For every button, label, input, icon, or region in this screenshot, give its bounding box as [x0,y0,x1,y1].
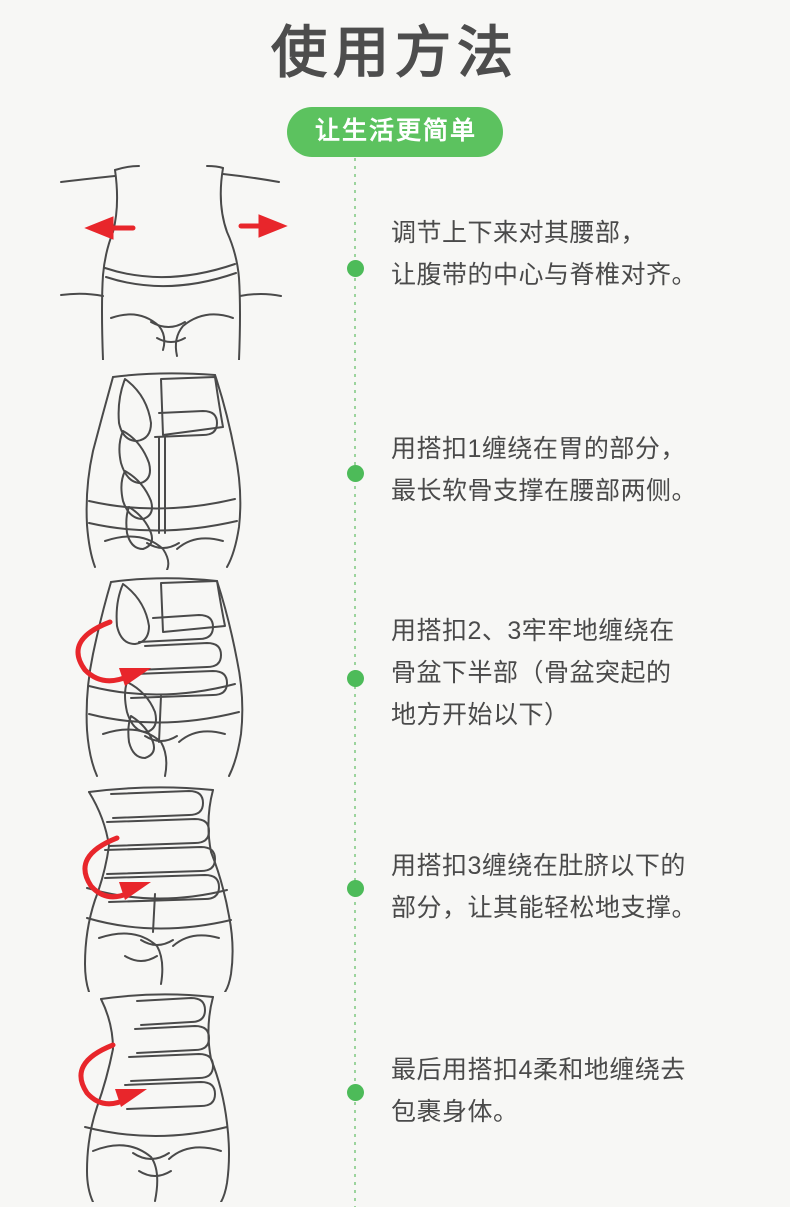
step-item: 用搭扣2、3牢牢地缠绕在 骨盆下半部（骨盆突起的 地方开始以下） [0,570,790,782]
step-1-illustration [55,160,335,360]
arrow-curved-red [78,1042,130,1107]
step-item: 用搭扣3缠绕在肚脐以下的 部分，让其能轻松地支撑。 [0,782,790,992]
step-description: 用搭扣1缠绕在胃的部分， 最长软骨支撑在腰部两侧。 [391,435,698,505]
step-description: 调节上下来对其腰部， 让腹带的中心与脊椎对齐。 [391,219,698,289]
page-header: 使用方法 让生活更简单 [0,0,790,160]
step-description: 最后用搭扣4柔和地缠绕去 包裹身体。 [391,1056,686,1126]
step-bullet-icon [347,670,364,687]
arrow-curved-red [82,835,134,900]
step-description: 用搭扣3缠绕在肚脐以下的 部分，让其能轻松地支撑。 [391,852,698,922]
arrow-left-red [84,216,136,240]
tagline-badge: 让生活更简单 [286,107,503,157]
arrow-head-red [115,1089,147,1107]
arrow-curved-red [75,619,132,684]
step-2-illustration [55,365,335,570]
arrow-head-red [119,882,151,900]
step-bullet-icon [347,260,364,277]
step-4-illustration [55,782,335,992]
page-title: 使用方法 [271,21,519,84]
badge-container: 让生活更简单 [0,107,790,157]
arrow-head-red [119,668,151,686]
step-description: 用搭扣2、3牢牢地缠绕在 骨盆下半部（骨盆突起的 地方开始以下） [391,617,675,729]
step-item: 调节上下来对其腰部， 让腹带的中心与脊椎对齐。 [0,160,790,365]
step-item: 最后用搭扣4柔和地缠绕去 包裹身体。 [0,987,790,1202]
step-bullet-icon [347,880,364,897]
step-3-illustration [55,570,335,782]
step-bullet-icon [347,1084,364,1101]
step-5-illustration [55,987,335,1202]
arrow-right-red [238,214,288,238]
step-item: 用搭扣1缠绕在胃的部分， 最长软骨支撑在腰部两侧。 [0,365,790,570]
step-bullet-icon [347,465,364,482]
